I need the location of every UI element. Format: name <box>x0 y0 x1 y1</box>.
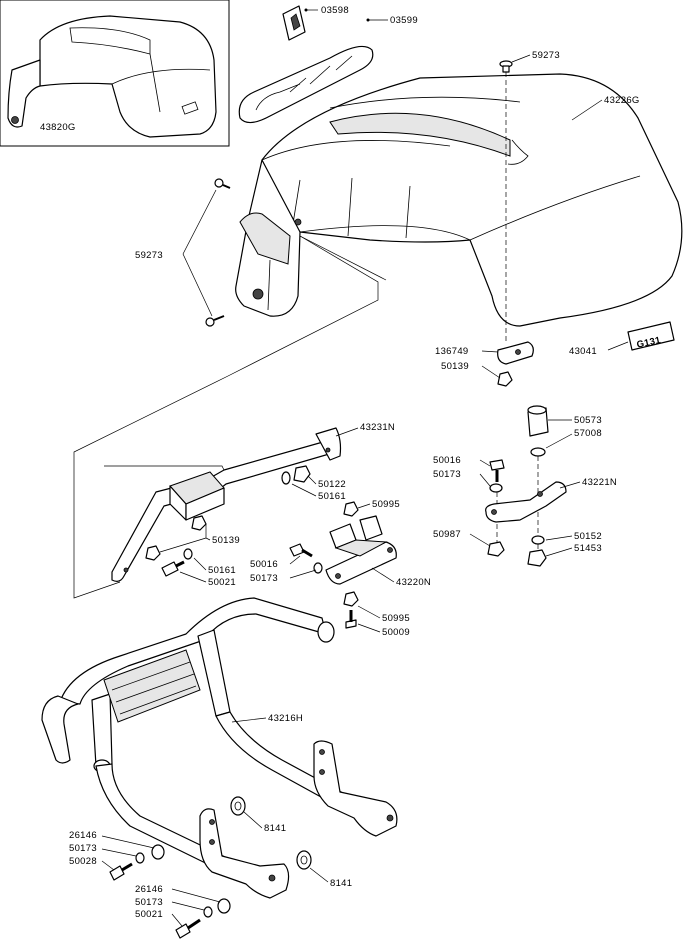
washer-50173-mid <box>313 562 323 574</box>
label-43220N: 43220N <box>396 577 431 588</box>
nut-50139-top <box>497 371 513 387</box>
logo-decal-03599 <box>238 45 374 124</box>
washer-50161-frame <box>183 548 193 560</box>
bolt-50016-right <box>489 459 505 482</box>
label-57008: 57008 <box>574 428 602 439</box>
label-50161-b: 50161 <box>208 565 236 576</box>
nut-51453 <box>527 549 547 567</box>
decal-43041: G131 <box>627 321 675 351</box>
label-136749: 136749 <box>435 346 469 357</box>
emblem-decal-03598 <box>282 5 306 41</box>
bolt-50009 <box>345 610 357 629</box>
label-43226G: 43226G <box>604 95 640 106</box>
bracket-136749 <box>497 341 534 365</box>
label-50122: 50122 <box>318 479 346 490</box>
label-50021-b: 50021 <box>135 909 163 920</box>
label-50152: 50152 <box>574 531 602 542</box>
inset-trunk-drawing <box>7 15 217 138</box>
label-50016-b: 50016 <box>433 455 461 466</box>
screw-59273-left-lower <box>205 315 225 327</box>
nut-50161-a <box>293 465 311 483</box>
label-26146-b: 26146 <box>135 884 163 895</box>
label-43216H: 43216H <box>268 713 303 724</box>
label-50139-a: 50139 <box>441 361 469 372</box>
label-50995-b: 50995 <box>382 613 410 624</box>
bolt-50021-frame <box>161 560 185 577</box>
washer-50122 <box>281 471 291 485</box>
label-03598: 03598 <box>321 5 349 16</box>
screw-59273-left-upper <box>214 178 231 189</box>
rack-43216H <box>41 597 398 899</box>
label-50995-a: 50995 <box>372 499 400 510</box>
bolt-50021-bottom <box>175 918 201 939</box>
washer-50173-d <box>203 906 213 918</box>
spacer-26146-a <box>151 844 165 860</box>
label-26146-a: 26146 <box>69 830 97 841</box>
label-8141-a: 8141 <box>264 823 286 834</box>
label-50016-a: 50016 <box>250 559 278 570</box>
grommet-8141-b <box>296 850 312 870</box>
bolt-50016-mid <box>289 543 313 558</box>
bolt-50028 <box>109 862 133 881</box>
inset-part-label: 43820G <box>40 122 76 133</box>
label-50173-d: 50173 <box>135 897 163 908</box>
label-50173-b: 50173 <box>433 469 461 480</box>
grommet-8141-a <box>230 796 246 816</box>
label-03599: 03599 <box>390 15 418 26</box>
nut-50995-top <box>343 501 359 517</box>
screw-59273-top <box>499 60 513 73</box>
label-51453: 51453 <box>574 543 602 554</box>
label-59273-top: 59273 <box>532 50 560 61</box>
trunk-43226G <box>235 73 683 327</box>
bracket-43220N <box>325 515 397 585</box>
frame-43231N <box>111 427 342 582</box>
label-50021-a: 50021 <box>208 577 236 588</box>
nut-50161-frame <box>145 545 161 561</box>
bracket-43221N <box>485 481 567 523</box>
label-50573: 50573 <box>574 415 602 426</box>
spacer-50573 <box>527 405 549 437</box>
label-50173-c: 50173 <box>69 843 97 854</box>
label-43041: 43041 <box>569 346 597 357</box>
label-50987: 50987 <box>433 529 461 540</box>
washer-50173-right <box>489 483 503 493</box>
label-50009: 50009 <box>382 627 410 638</box>
label-8141-b: 8141 <box>330 878 352 889</box>
label-43231N: 43231N <box>360 422 395 433</box>
washer-57008 <box>530 447 546 457</box>
washer-50152 <box>531 535 545 545</box>
washer-50173-c <box>135 852 145 864</box>
spacer-26146-b <box>217 898 231 914</box>
label-50161-a: 50161 <box>318 491 346 502</box>
nut-50987 <box>487 541 505 557</box>
decal-text: G131 <box>636 335 663 351</box>
label-50028: 50028 <box>69 856 97 867</box>
label-43221N: 43221N <box>582 477 617 488</box>
label-50139-b: 50139 <box>212 535 240 546</box>
nut-50139-frame <box>191 515 207 531</box>
nut-50995-bottom <box>343 591 359 607</box>
inset-view: 43820G <box>0 0 230 147</box>
label-50173-a: 50173 <box>250 573 278 584</box>
label-59273-left: 59273 <box>135 250 163 261</box>
